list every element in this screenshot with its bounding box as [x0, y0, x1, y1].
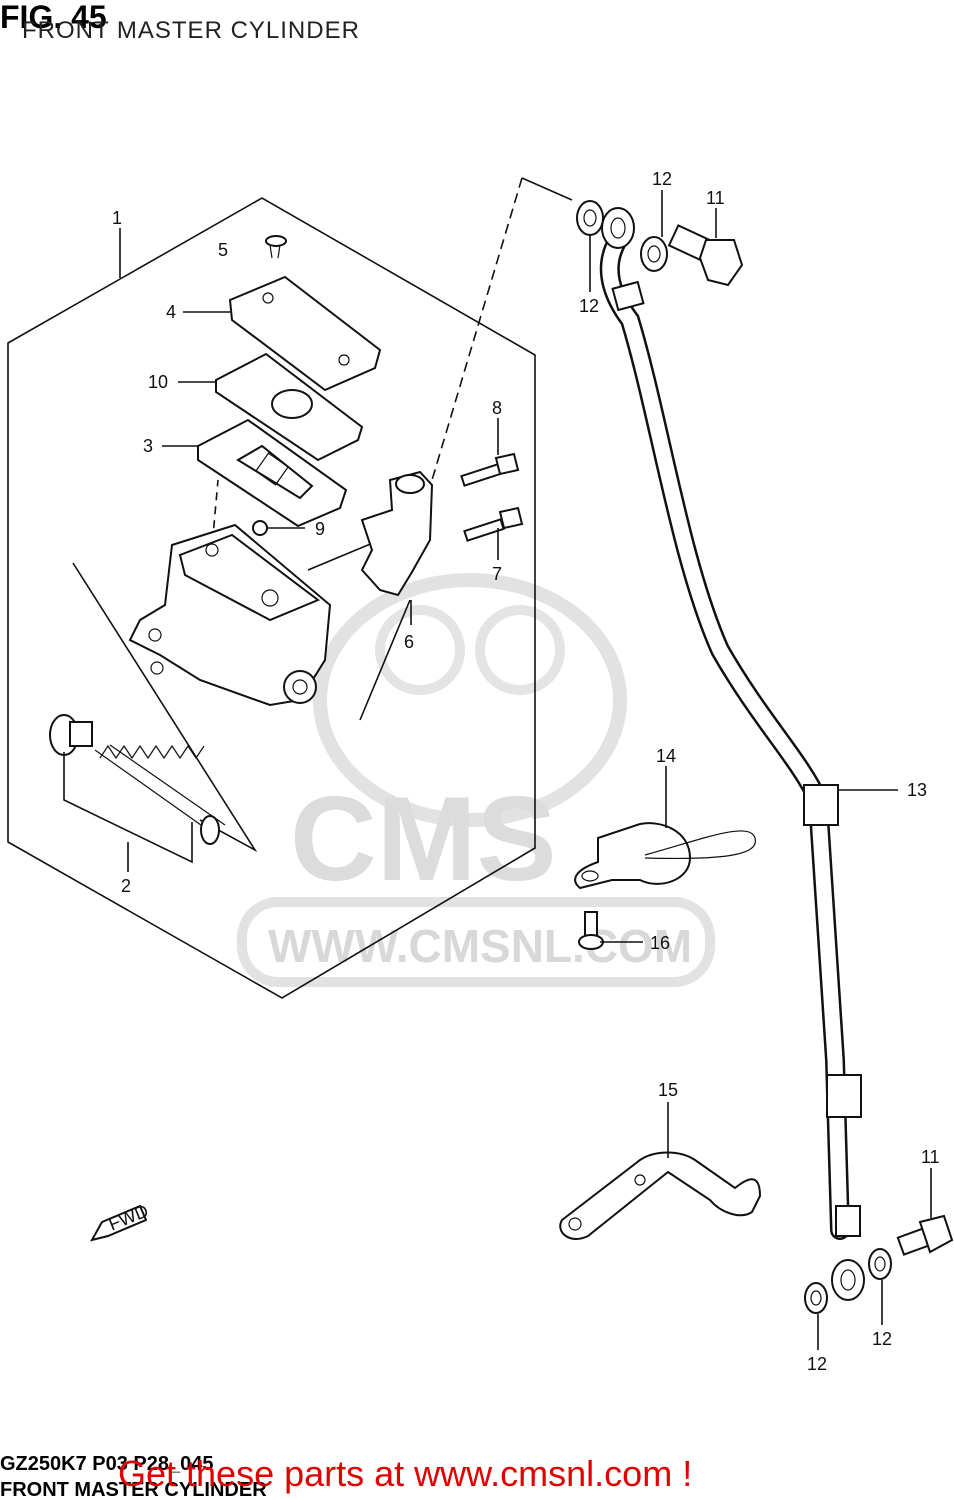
bolt-part-8 [460, 452, 520, 487]
callout-12-top-right: 12 [652, 169, 672, 189]
assembly-outline [7, 197, 536, 999]
callout-4: 4 [166, 302, 176, 322]
piston-bracket-line [63, 752, 193, 864]
get-parts-link[interactable]: Get these parts at www.cmsnl.com ! [118, 1453, 692, 1494]
cms-watermark: CMS WWW.CMSNL.COM [237, 573, 715, 987]
callout-12-top-left: 12 [579, 296, 599, 316]
bracket-part-15 [559, 1151, 762, 1240]
washer-part-12-a [576, 200, 604, 236]
clamp-link-line-3 [359, 599, 411, 721]
washer-part-12-b [640, 236, 668, 272]
fwd-label: FWD [106, 1201, 151, 1235]
piston-kit-part-2 [49, 714, 226, 845]
nut-part-9 [252, 520, 268, 536]
clamp-part-6 [360, 470, 434, 597]
hose-link-line-2 [521, 177, 573, 201]
drawing-code: GZ250K7 P03 P28_045 [0, 1453, 214, 1475]
figure-label: FIG. 45 [0, 0, 107, 35]
brake-hose-part-13 [599, 207, 865, 1301]
forward-direction-arrow: FWD [90, 1201, 151, 1242]
callout-15: 15 [658, 1080, 678, 1100]
washer-part-12-d [868, 1248, 892, 1280]
callout-13: 13 [907, 780, 927, 800]
footer-subtitle: FRONT MASTER CYLINDER [0, 1479, 267, 1500]
callout-11-bottom: 11 [921, 1147, 940, 1167]
banjo-bolt-part-11-bottom [896, 1214, 954, 1256]
figure-title: FRONT MASTER CYLINDER [22, 17, 360, 44]
plate-part-10 [215, 352, 364, 462]
hose-link-line [431, 177, 523, 481]
callout-11-top: 11 [706, 188, 725, 208]
washer-part-12-c [804, 1282, 828, 1314]
screw-part-5 [265, 235, 287, 259]
bolt-part-7 [463, 506, 524, 542]
callout-16: 16 [650, 933, 670, 953]
banjo-bolt-part-11-top [667, 224, 744, 287]
callout-12-bottom-right: 12 [872, 1329, 892, 1349]
master-cylinder-body [128, 523, 332, 707]
callout-9: 9 [315, 519, 325, 539]
hose-clamp-part-14 [574, 822, 756, 890]
callout-7: 7 [492, 564, 502, 584]
callout-3: 3 [143, 436, 153, 456]
screw-part-16 [578, 911, 604, 950]
callout-5: 5 [218, 240, 228, 260]
callout-8: 8 [492, 398, 502, 418]
callout-14: 14 [656, 746, 676, 766]
diaphragm-part-3 [197, 418, 348, 528]
callout-1: 1 [112, 208, 122, 228]
reservoir-cover-part-4 [228, 275, 382, 392]
callout-12-bottom-left: 12 [807, 1354, 827, 1374]
watermark-brand: CMS [290, 772, 557, 906]
watermark-url: WWW.CMSNL.COM [268, 920, 692, 972]
callout-6: 6 [404, 632, 414, 652]
callout-10: 10 [148, 372, 168, 392]
clamp-link-line [307, 539, 381, 571]
callout-2: 2 [121, 876, 131, 896]
